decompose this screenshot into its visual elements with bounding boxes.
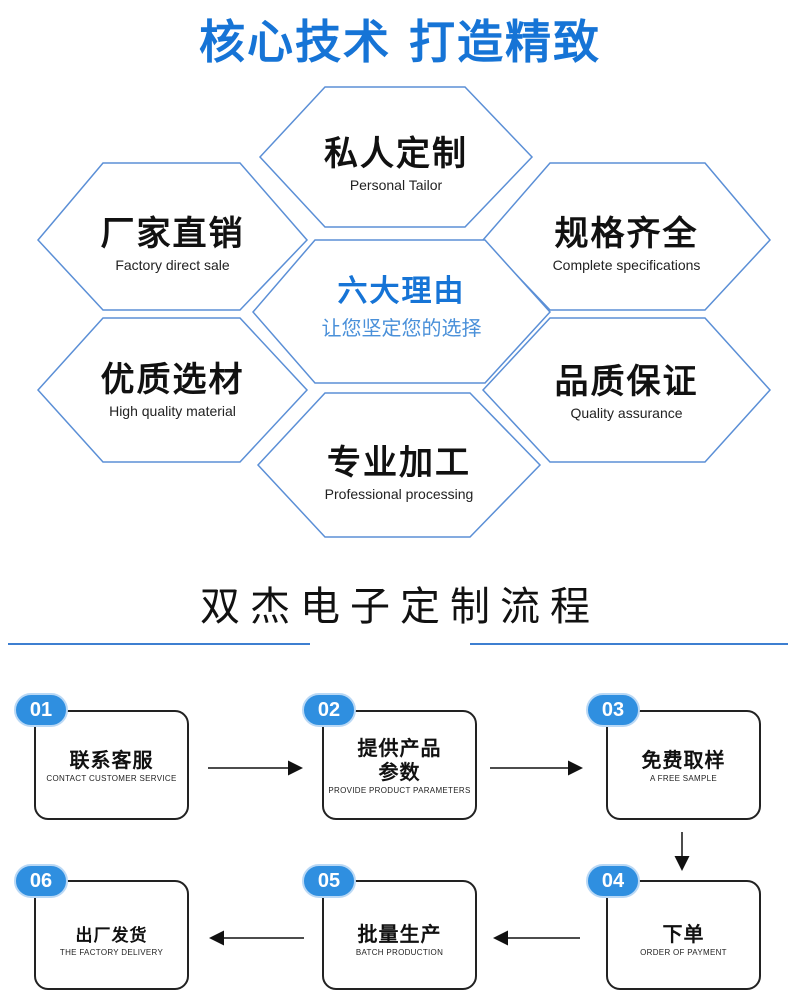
step-subtitle: A FREE SAMPLE <box>649 774 718 783</box>
hexagon-factory-direct <box>36 162 309 311</box>
step-badge-05: 05 <box>302 864 356 898</box>
reason-title: 优质选材 <box>100 360 245 400</box>
process-step-02: 提供产品 参数 PROVIDE PRODUCT PARAMETERS <box>322 710 477 820</box>
center-subtitle: 让您坚定您的选择 <box>321 316 482 340</box>
process-step-01: 联系客服 CONTACT CUSTOMER SERVICE <box>34 710 189 820</box>
reason-complete-specs: 规格齐全 Complete specifications <box>483 214 770 274</box>
reason-title: 厂家直销 <box>100 214 245 254</box>
badge-number: 01 <box>29 699 53 721</box>
badge-number: 06 <box>29 870 53 892</box>
step-title-line2: 参数 <box>378 760 421 784</box>
headline: 核心技术 打造精致 <box>198 15 601 69</box>
step-title: 批量生产 <box>357 922 442 946</box>
step-title: 联系客服 <box>69 748 154 772</box>
divider-left <box>8 643 310 645</box>
reasons-hexagon-grid <box>36 86 772 538</box>
process-step-03: 免费取样 A FREE SAMPLE <box>606 710 761 820</box>
step-badge-02: 02 <box>302 693 356 727</box>
process-step-04: 下单 ORDER OF PAYMENT <box>606 880 761 990</box>
process-title: 双杰电子定制流程 <box>200 584 600 630</box>
reason-quality-assurance: 品质保证 Quality assurance <box>483 362 770 422</box>
badge-number: 02 <box>317 699 341 721</box>
reason-subtitle: Personal Tailor <box>349 177 443 194</box>
reason-subtitle: Complete specifications <box>552 257 701 274</box>
step-badge-06: 06 <box>14 864 68 898</box>
step-title: 免费取样 <box>641 748 726 772</box>
step-badge-04: 04 <box>586 864 640 898</box>
step-subtitle: CONTACT CUSTOMER SERVICE <box>46 774 177 783</box>
reason-title: 规格齐全 <box>554 214 699 254</box>
reason-factory-direct: 厂家直销 Factory direct sale <box>38 214 307 274</box>
process-arrows <box>208 760 690 946</box>
reason-subtitle: Factory direct sale <box>115 257 230 274</box>
hexagon-six-reasons <box>252 239 552 384</box>
reason-title: 私人定制 <box>324 134 468 174</box>
badge-number: 04 <box>601 870 625 892</box>
hexagon-quality-assurance <box>481 317 772 463</box>
step-title: 下单 <box>662 922 705 946</box>
center-title: 六大理由 <box>337 274 466 309</box>
step-subtitle: THE FACTORY DELIVERY <box>59 948 164 958</box>
reason-professional-processing: 专业加工 Professional processing <box>258 443 540 503</box>
step-title: 提供产品 <box>357 736 442 760</box>
hexagon-complete-specs <box>481 162 772 311</box>
reason-subtitle: Quality assurance <box>570 405 683 422</box>
reason-subtitle: High quality material <box>109 403 236 420</box>
step-title: 出厂发货 <box>75 926 148 946</box>
reason-quality-material: 优质选材 High quality material <box>38 360 307 420</box>
divider-right <box>470 643 788 645</box>
step-subtitle: BATCH PRODUCTION <box>355 948 444 957</box>
step-badge-03: 03 <box>586 693 640 727</box>
step-badge-01: 01 <box>14 693 68 727</box>
reason-title: 品质保证 <box>554 362 699 402</box>
badge-number: 05 <box>317 870 341 892</box>
badge-number: 03 <box>601 699 625 721</box>
hexagon-personal-tailor <box>258 86 534 228</box>
hexagon-professional-processing <box>256 392 542 538</box>
hexagon-quality-material <box>36 317 309 463</box>
reason-subtitle: Professional processing <box>324 486 474 503</box>
reason-personal-tailor: 私人定制 Personal Tailor <box>260 134 532 194</box>
process-step-05: 批量生产 BATCH PRODUCTION <box>322 880 477 990</box>
step-subtitle: ORDER OF PAYMENT <box>640 948 727 957</box>
reason-title: 专业加工 <box>327 443 471 483</box>
reason-center: 六大理由 让您坚定您的选择 <box>253 275 550 341</box>
step-subtitle: PROVIDE PRODUCT PARAMETERS <box>328 786 471 795</box>
process-step-06: 出厂发货 THE FACTORY DELIVERY <box>34 880 189 990</box>
